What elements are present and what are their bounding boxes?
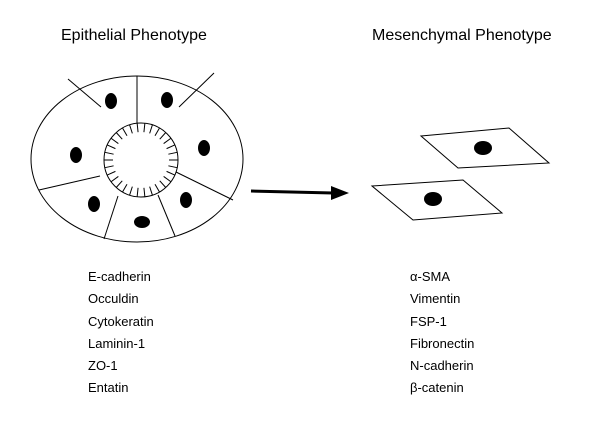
microvillus-tick	[110, 137, 119, 144]
microvillus-tick	[106, 144, 116, 150]
nucleus	[474, 141, 492, 155]
microvillus-tick	[163, 137, 172, 144]
epithelial-nuclei	[70, 92, 210, 228]
nucleus	[161, 92, 173, 108]
marker-item: β-catenin	[410, 380, 464, 396]
microvillus-tick	[166, 144, 176, 150]
transition-arrow	[250, 186, 349, 200]
nucleus	[70, 147, 82, 163]
cell-boundary	[157, 194, 176, 237]
microvillus-tick	[129, 186, 133, 196]
microvillus-tick	[143, 187, 146, 197]
marker-item: FSP-1	[410, 313, 447, 329]
marker-item: α-SMA	[410, 269, 451, 284]
marker-item: Entatin	[88, 380, 129, 396]
arrow-shaft	[250, 189, 334, 195]
nucleus	[105, 93, 117, 109]
microvillus-tick	[106, 170, 116, 176]
cell-boundary	[38, 175, 101, 191]
epithelial-marker-list: E-cadherin Occuldin Cytokeratin Laminin-…	[88, 266, 154, 400]
mesenchymal-marker-list: α-SMA Vimentin FSP-1 Fibronectin N-cadhe…	[410, 266, 474, 400]
microvillus-tick	[159, 132, 167, 140]
marker-item: Laminin-1	[88, 335, 146, 351]
marker-item: Cytokeratin	[88, 313, 154, 329]
marker-item: E-cadherin	[88, 269, 151, 284]
microvillus-tick	[136, 187, 139, 197]
microvillus-tick	[166, 170, 176, 176]
nucleus	[424, 192, 442, 206]
microvillus-tick	[154, 183, 160, 193]
microvillus-tick	[136, 123, 139, 133]
microvillus-tick	[122, 127, 128, 137]
microvillus-tick	[163, 176, 172, 183]
microvillus-tick	[104, 151, 114, 155]
mesenchymal-cells	[370, 127, 551, 221]
marker-item: Occuldin	[88, 291, 139, 307]
marker-item: Fibronectin	[410, 335, 475, 351]
microvillus-tick	[104, 165, 114, 169]
marker-item: Vimentin	[410, 291, 461, 307]
nucleus	[198, 140, 210, 156]
cell-boundary	[67, 78, 102, 108]
microvillus-tick	[115, 132, 123, 140]
microvillus-tick	[168, 165, 178, 169]
marker-item: N-cadherin	[410, 358, 474, 374]
microvillus-tick	[159, 180, 167, 188]
nucleus	[180, 192, 192, 208]
microvillus-tick	[154, 127, 160, 137]
nucleus	[134, 216, 150, 228]
microvillus-tick	[122, 183, 128, 193]
microvillus-tick	[149, 186, 153, 196]
microvillus-tick	[143, 123, 146, 133]
microvilli	[104, 123, 178, 197]
nucleus	[88, 196, 100, 212]
microvillus-tick	[115, 180, 123, 188]
microvillus-tick	[149, 124, 153, 134]
mesenchymal-title: Mesenchymal Phenotype	[372, 27, 552, 44]
lumen	[103, 122, 179, 198]
microvillus-tick	[110, 176, 119, 183]
arrow-head	[331, 186, 349, 200]
cell-boundary	[175, 171, 234, 201]
epithelial-cluster	[30, 72, 244, 243]
marker-item: ZO-1	[88, 358, 118, 374]
microvillus-tick	[168, 151, 178, 155]
epithelial-title: Epithelial Phenotype	[61, 27, 207, 44]
cell-boundary	[103, 195, 119, 240]
microvillus-tick	[129, 124, 133, 134]
cell-boundary	[178, 72, 215, 108]
